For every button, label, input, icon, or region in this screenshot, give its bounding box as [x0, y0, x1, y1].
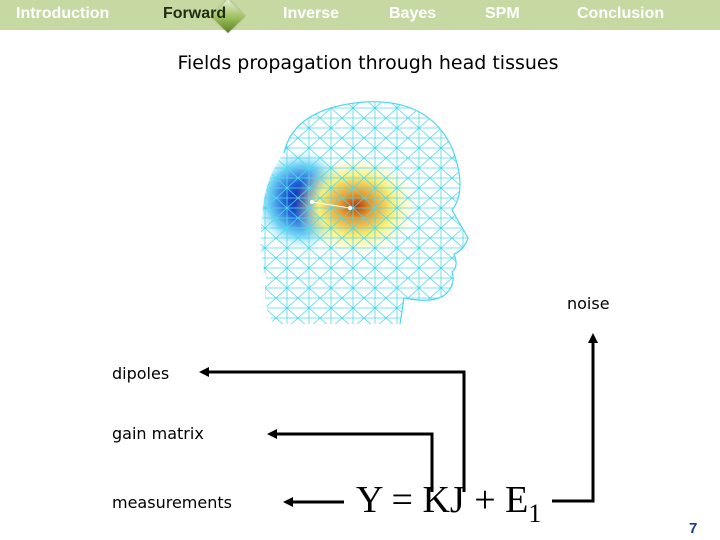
equation-main: Y = KJ + E	[356, 479, 529, 521]
nav-bayes[interactable]: Bayes	[389, 5, 437, 22]
dipole-dot-left	[310, 200, 314, 204]
slide-title: Fields propagation through head tissues	[177, 52, 559, 74]
navigation-bar: Introduction Forward Inverse Bayes SPM C…	[0, 0, 720, 33]
nav-introduction[interactable]: Introduction	[16, 5, 110, 22]
gain-matrix-arrow	[267, 429, 434, 492]
forward-equation: Y = KJ + E1	[356, 478, 541, 529]
page-number: 7	[689, 520, 698, 537]
noise-arrow	[552, 333, 598, 503]
nav-forward[interactable]: Forward	[163, 5, 227, 22]
head-mesh	[260, 101, 468, 324]
dipoles-label: dipoles	[112, 364, 170, 383]
head-mesh-figure	[260, 101, 469, 325]
dipole-marker	[311, 201, 351, 209]
nav-spm[interactable]: SPM	[485, 5, 520, 22]
nav-conclusion[interactable]: Conclusion	[577, 5, 665, 22]
noise-label: noise	[567, 294, 610, 313]
equation-subscript: 1	[528, 499, 542, 528]
nav-inverse[interactable]: Inverse	[283, 5, 340, 22]
dipoles-arrow	[199, 367, 466, 492]
dipole-dot-right	[348, 206, 352, 210]
measurements-label: measurements	[112, 493, 232, 512]
head-outline	[283, 101, 469, 325]
gain-matrix-label: gain matrix	[112, 424, 204, 443]
